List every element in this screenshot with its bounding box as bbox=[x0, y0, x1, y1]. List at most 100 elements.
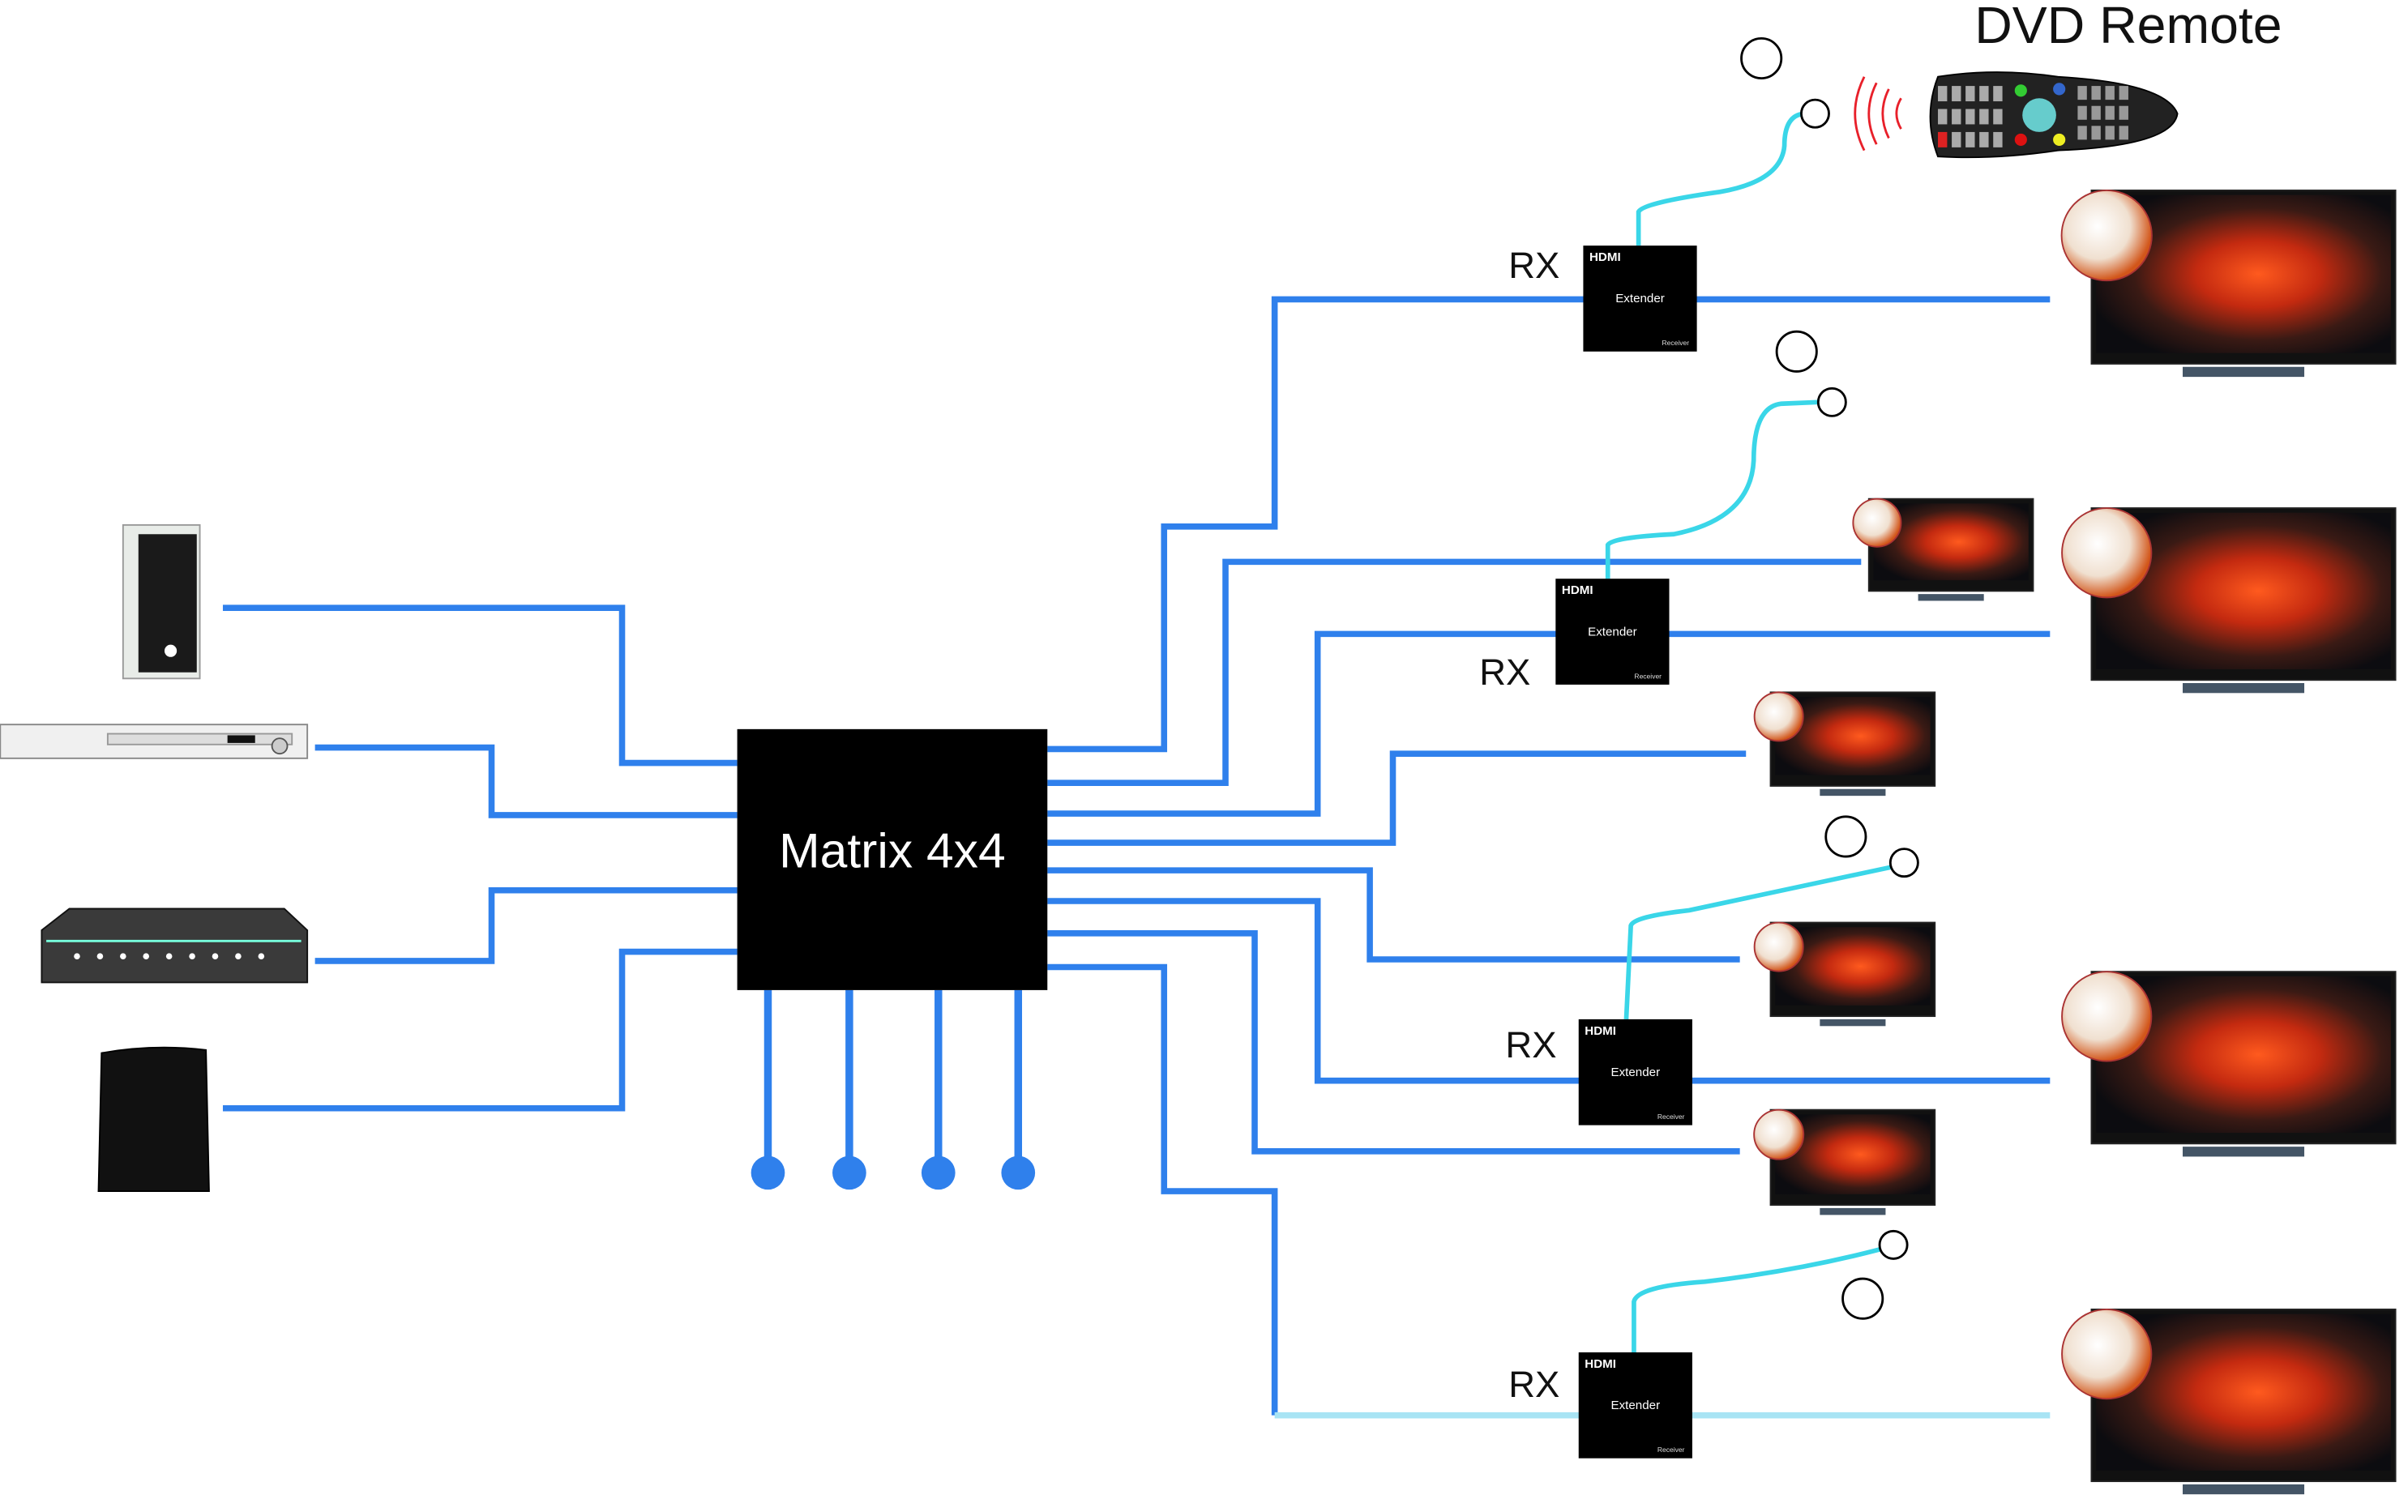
soccer-ball-icon bbox=[2060, 189, 2153, 282]
remote-key bbox=[1965, 131, 1975, 147]
remote-key bbox=[2119, 105, 2128, 120]
game-console-icon bbox=[97, 1046, 210, 1193]
remote-key bbox=[1979, 109, 1989, 125]
tv-stand bbox=[1820, 1207, 1886, 1215]
ir-wave-icon bbox=[1854, 76, 1902, 152]
hdmi-logo: HDMI bbox=[1589, 250, 1621, 264]
remote-key bbox=[2119, 126, 2128, 140]
matrix-label: Matrix 4x4 bbox=[779, 822, 1006, 878]
remote-key bbox=[2077, 126, 2087, 140]
soccer-ball-icon bbox=[2061, 507, 2153, 599]
output-port bbox=[921, 1155, 956, 1190]
hdmi-logo: HDMI bbox=[1585, 1357, 1616, 1371]
hdmi-cable bbox=[1047, 867, 1740, 963]
remote-key bbox=[2091, 105, 2101, 120]
remote-key bbox=[2105, 86, 2115, 100]
ir-emitter-icon bbox=[1775, 330, 1818, 373]
ir-emitter-icon bbox=[1841, 1277, 1884, 1320]
ir-sensor-icon bbox=[1888, 848, 1919, 878]
extender-label: Extender bbox=[1611, 1399, 1661, 1412]
remote-key bbox=[1952, 109, 1961, 125]
hdmi-logo: HDMI bbox=[1562, 583, 1593, 597]
hdmi-cable bbox=[1047, 630, 2051, 817]
tv-stand bbox=[2183, 1147, 2305, 1157]
ir-receiver-cable bbox=[1632, 1247, 1880, 1352]
hdmi-cable bbox=[1047, 963, 1278, 1416]
receiver-label: Receiver bbox=[1657, 1446, 1685, 1454]
tv-display bbox=[2061, 507, 2397, 694]
hdmi-cable bbox=[314, 744, 738, 818]
hdmi-cable bbox=[222, 604, 738, 767]
remote-buttons bbox=[1938, 83, 2128, 147]
ir-receiver-cable bbox=[1623, 865, 1891, 1020]
remote-key bbox=[1993, 86, 2003, 102]
remote-key bbox=[2091, 86, 2101, 100]
tv-display bbox=[1753, 691, 1936, 797]
remote-key bbox=[1979, 86, 1989, 102]
ir-receiver-cable bbox=[1605, 399, 1819, 579]
ir-emitter-icon bbox=[1824, 815, 1867, 858]
source-devices bbox=[0, 523, 309, 1193]
soccer-ball-icon bbox=[2061, 1308, 2153, 1400]
output-port bbox=[1001, 1155, 1036, 1190]
hdmi-cable bbox=[1047, 558, 1862, 786]
output-port bbox=[832, 1155, 866, 1190]
rx-label: RX bbox=[1508, 245, 1559, 286]
matrix-switch: Matrix 4x4 bbox=[737, 728, 1048, 990]
ir-sensor-icon bbox=[1800, 98, 1830, 129]
ir-sensor-icon bbox=[1878, 1229, 1909, 1260]
av-receiver-icon bbox=[41, 908, 309, 984]
soccer-ball-icon bbox=[1753, 691, 1804, 742]
dvd-player-icon bbox=[0, 724, 309, 759]
remote-key bbox=[1938, 109, 1948, 125]
remote-color-key bbox=[2014, 84, 2027, 97]
remote-key bbox=[2105, 105, 2115, 120]
remote-key bbox=[1965, 86, 1975, 102]
receiver-label: Receiver bbox=[1634, 672, 1662, 680]
tv-display bbox=[1753, 921, 1936, 1027]
tv-stand bbox=[2183, 366, 2305, 378]
tv-display bbox=[2060, 189, 2397, 378]
tv-display bbox=[1753, 1108, 1936, 1215]
tv-stand bbox=[1820, 788, 1886, 797]
remote-title: DVD Remote bbox=[1974, 0, 2282, 54]
hdmi-cable bbox=[1047, 930, 1740, 1155]
rx-label: RX bbox=[1505, 1024, 1556, 1066]
displays bbox=[1753, 189, 2397, 1495]
remote-color-key bbox=[2014, 133, 2027, 146]
remote-key bbox=[1938, 86, 1948, 102]
receivers: HDMIExtenderReceiverRXHDMIExtenderReceiv… bbox=[1479, 245, 1697, 1459]
remote-key bbox=[2091, 126, 2101, 140]
hdmi-cable bbox=[314, 886, 738, 964]
soccer-ball-icon bbox=[1852, 498, 1902, 548]
ir-sensor-icon bbox=[1816, 387, 1847, 417]
ir-cables bbox=[1605, 36, 1919, 1352]
tv-stand bbox=[2183, 683, 2305, 694]
remote-key bbox=[2105, 126, 2115, 140]
hdmi-cable bbox=[1047, 296, 2051, 753]
soccer-ball-icon bbox=[2061, 971, 2153, 1062]
rx-label: RX bbox=[1479, 651, 1530, 693]
receiver-label: Receiver bbox=[1662, 339, 1690, 347]
remote-key bbox=[1952, 86, 1961, 102]
pc-tower-icon bbox=[122, 523, 201, 680]
remote-key bbox=[1938, 131, 1948, 147]
remote-dpad bbox=[2022, 98, 2056, 132]
remote-color-key bbox=[2053, 133, 2066, 146]
extender-label: Extender bbox=[1588, 625, 1637, 639]
rx-label: RX bbox=[1508, 1364, 1559, 1405]
soccer-ball-icon bbox=[1753, 921, 1804, 972]
receiver-label: Receiver bbox=[1657, 1113, 1685, 1121]
hdmi-cable bbox=[222, 948, 738, 1112]
soccer-ball-icon bbox=[1753, 1108, 1805, 1160]
remote-key bbox=[1993, 131, 2003, 147]
hdmi-cable bbox=[1047, 750, 1747, 846]
cables bbox=[222, 296, 2051, 1419]
extender-label: Extender bbox=[1615, 292, 1665, 305]
tv-display bbox=[2061, 971, 2397, 1157]
